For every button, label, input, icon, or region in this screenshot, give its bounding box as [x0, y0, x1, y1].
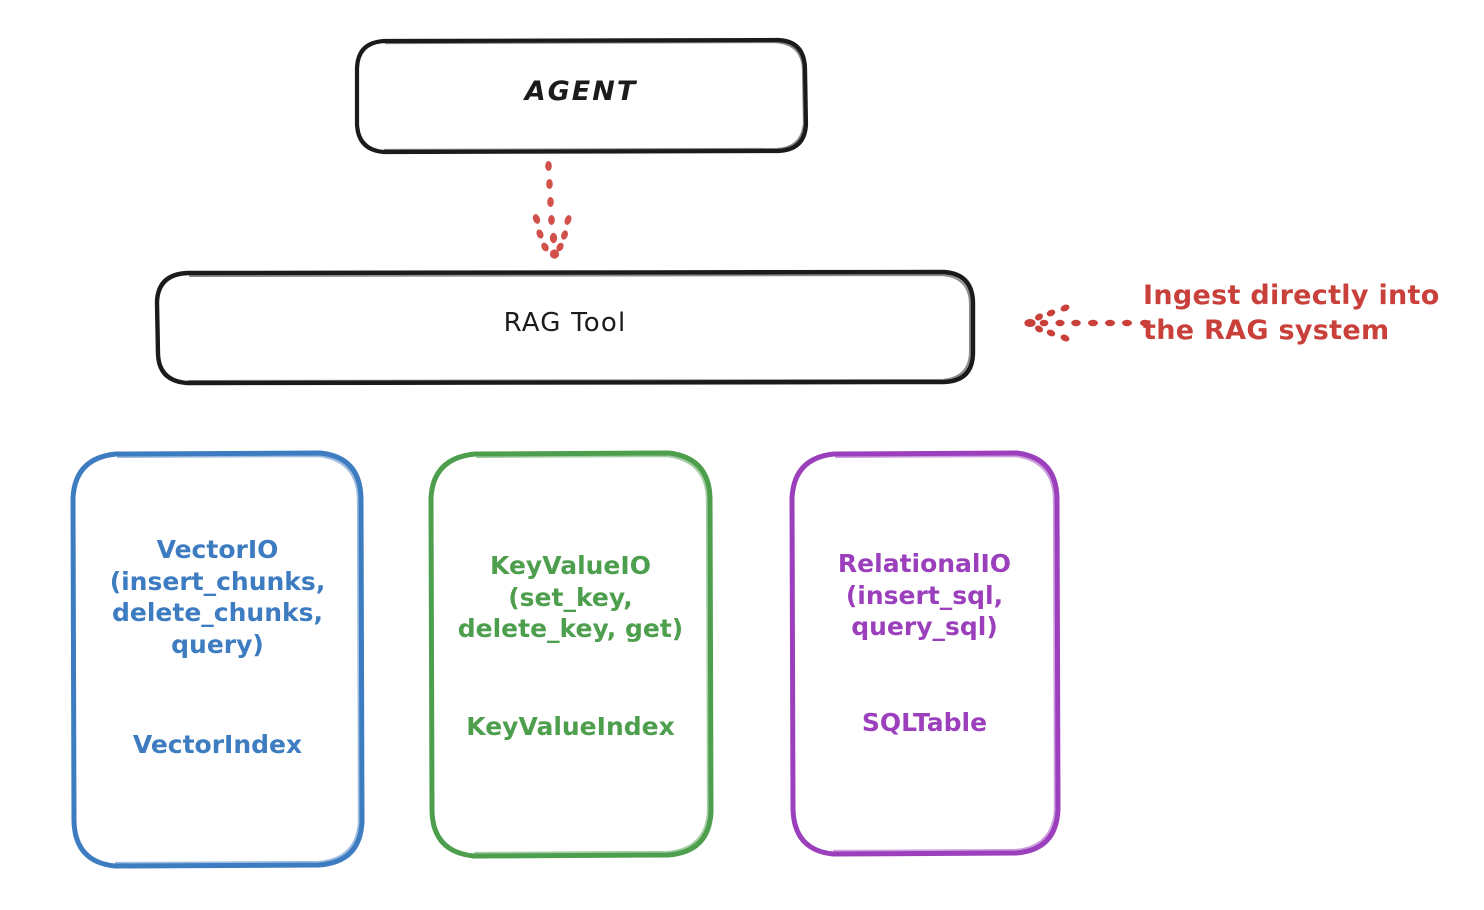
vector-io-index-label: VectorIndex: [132, 730, 303, 759]
node-rag-tool[interactable]: RAG Tool: [154, 269, 976, 386]
key-value-io-box-outline: [428, 450, 714, 859]
relational-io-index-label: SQLTable: [861, 708, 988, 737]
node-agent[interactable]: AGENT: [354, 37, 809, 155]
key-value-io-index-label: KeyValueIndex: [466, 712, 675, 741]
agent-label: AGENT: [524, 76, 638, 107]
node-vector-io[interactable]: VectorIO (insert_chunks, delete_chunks, …: [70, 450, 365, 870]
relational-io-box-outline: [789, 450, 1061, 857]
vector-io-api-label: VectorIO (insert_chunks, delete_chunks, …: [109, 535, 326, 659]
rag-tool-label: RAG Tool: [503, 308, 627, 338]
relational-io-api-label: RelationalIO (insert_sql, query_sql): [837, 549, 1012, 641]
vector-io-box-outline: [70, 450, 365, 869]
arrow-agent-to-rag-tool: [532, 161, 572, 259]
arrow-ingest-to-rag-tool: [1024, 304, 1150, 342]
key-value-io-api-label: KeyValueIO (set_key, delete_key, get): [457, 551, 684, 643]
ingest-annotation-text: Ingest directly into the RAG system: [1143, 280, 1440, 347]
node-key-value-io[interactable]: KeyValueIO (set_key, delete_key, get) Ke…: [427, 450, 714, 860]
node-relational-io[interactable]: RelationalIO (insert_sql, query_sql) SQL…: [788, 450, 1061, 858]
